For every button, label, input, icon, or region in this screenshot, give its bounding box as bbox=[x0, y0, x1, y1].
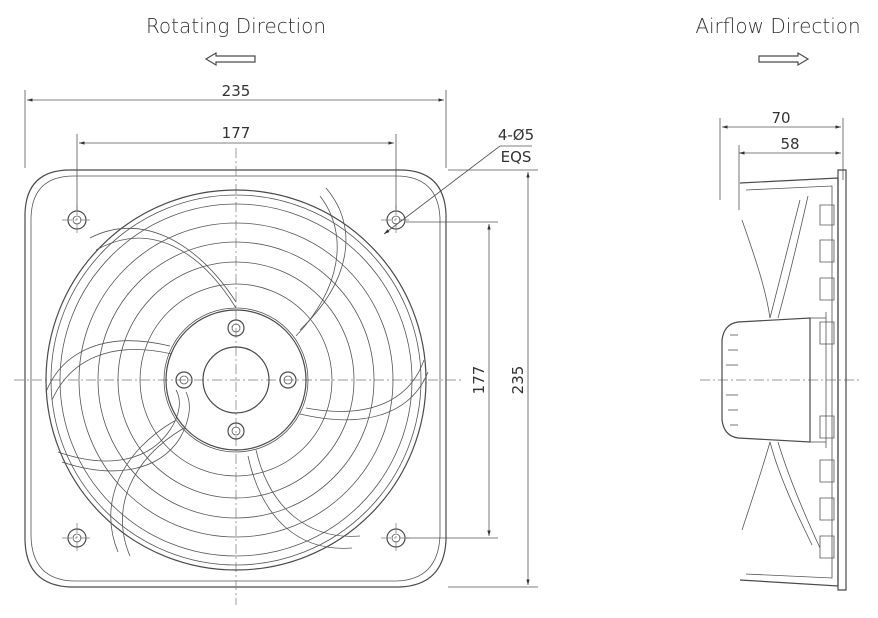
dimension-label-height: 235 bbox=[509, 366, 527, 395]
side-view: 70 58 bbox=[700, 109, 860, 591]
dimension-depth-overall: 70 bbox=[719, 109, 844, 200]
front-view: 235 177 4-Ø5 EQS 177 235 bbox=[14, 82, 538, 605]
side-blades bbox=[741, 195, 821, 549]
hole-label-count: 4-Ø5 bbox=[498, 126, 534, 144]
mounting-hole-top-right-icon bbox=[381, 205, 411, 235]
hub-center bbox=[202, 346, 270, 414]
dimension-label-width: 235 bbox=[222, 82, 251, 100]
hole-label-eqs: EQS bbox=[501, 148, 532, 166]
hole-callout: 4-Ø5 EQS bbox=[383, 126, 534, 235]
fan-blades bbox=[45, 187, 429, 557]
hub-bolt-top-icon bbox=[227, 319, 245, 337]
motor-hub bbox=[165, 309, 307, 451]
fan-guard-outer-ring bbox=[45, 189, 427, 571]
side-guard-ribs bbox=[819, 204, 835, 559]
rotating-direction-arrow-icon bbox=[204, 51, 256, 67]
dimension-hole-spacing-vertical: 177 bbox=[406, 221, 498, 539]
airflow-direction-title: Airflow Direction bbox=[695, 14, 860, 38]
dimension-depth-body: 58 bbox=[738, 135, 841, 210]
dimension-label-hole-vertical: 177 bbox=[470, 366, 488, 395]
hub-bolt-bottom-icon bbox=[227, 422, 245, 440]
dimension-label-depth-overall: 70 bbox=[771, 109, 790, 127]
mounting-hole-bottom-right-icon bbox=[381, 523, 411, 553]
dimension-hole-spacing-horizontal: 177 bbox=[76, 124, 397, 210]
dimension-label-depth-body: 58 bbox=[780, 135, 799, 153]
side-motor bbox=[721, 317, 811, 443]
dimension-height-overall: 235 bbox=[448, 169, 538, 588]
airflow-direction-arrow-icon bbox=[758, 51, 810, 67]
hub-bolt-right-icon bbox=[279, 371, 297, 389]
side-motor-fins bbox=[726, 334, 738, 426]
hub-bolt-left-icon bbox=[175, 371, 193, 389]
mounting-hole-bottom-left-icon bbox=[62, 523, 92, 553]
mounting-hole-top-left-icon bbox=[62, 205, 92, 235]
rotating-direction-title: Rotating Direction bbox=[146, 14, 326, 38]
dimension-width-overall: 235 bbox=[24, 82, 447, 168]
dimension-label-hole-horizontal: 177 bbox=[222, 124, 251, 142]
mounting-plate bbox=[24, 169, 447, 588]
